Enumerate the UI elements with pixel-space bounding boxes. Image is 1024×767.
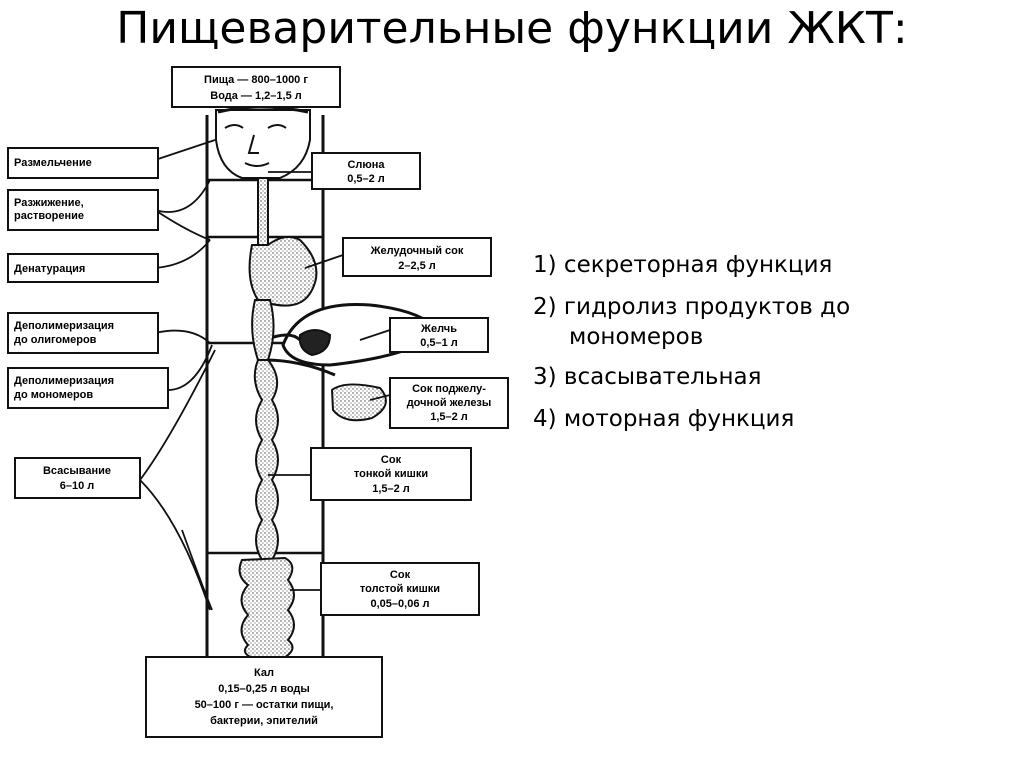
small-intestine bbox=[253, 359, 279, 561]
function-text: секреторная функция bbox=[563, 252, 833, 278]
label-absorption-line1: Всасывание bbox=[43, 465, 111, 477]
label-small-intestine-line2: тонкой кишки bbox=[354, 468, 428, 480]
left-label-boxes bbox=[7, 147, 169, 499]
intake-box: Пища — 800–1000 г Вода — 1,2–1,5 л bbox=[171, 66, 341, 108]
label-large-intestine-line2: толстой кишки bbox=[360, 583, 440, 595]
pancreas bbox=[330, 383, 387, 422]
slide-title: Пищеварительные функции ЖКТ: bbox=[116, 3, 908, 54]
label-small-intestine-volume: 1,5–2 л bbox=[372, 483, 410, 495]
esophagus bbox=[257, 177, 269, 251]
output-bacteria: бактерии, эпителий bbox=[210, 715, 318, 727]
output-title: Кал bbox=[254, 667, 274, 679]
label-pancreatic-line2: дочной железы bbox=[407, 397, 492, 409]
label-absorption-line2: 6–10 л bbox=[60, 480, 95, 492]
function-text: всасывательная bbox=[563, 364, 762, 390]
label-depoly-mono-line1: Деполимеризация bbox=[14, 375, 114, 387]
connector-lines bbox=[139, 139, 391, 660]
label-denaturation: Денатурация bbox=[14, 263, 85, 275]
function-item-secretory: 1) секреторная функция bbox=[533, 250, 850, 280]
label-grinding: Размельчение bbox=[14, 157, 92, 169]
label-saliva-volume: 0,5–2 л bbox=[347, 173, 385, 185]
label-gastric-volume: 2–2,5 л bbox=[398, 260, 436, 272]
digestive-tract bbox=[238, 177, 440, 661]
label-depoly-oligo-line1: Деполимеризация bbox=[14, 320, 114, 332]
label-gastric: Желудочный сок bbox=[370, 245, 464, 257]
intake-water: Вода — 1,2–1,5 л bbox=[210, 90, 301, 102]
functions-list: 1) секреторная функция 2) гидролиз проду… bbox=[533, 250, 850, 446]
output-water: 0,15–0,25 л воды bbox=[218, 683, 310, 695]
function-number: 4) bbox=[533, 406, 557, 432]
label-pancreatic-line1: Сок поджелу- bbox=[412, 383, 486, 395]
label-liquefaction-line1: Разжижение, bbox=[14, 197, 84, 209]
label-pancreatic-volume: 1,5–2 л bbox=[430, 411, 468, 423]
stomach bbox=[248, 235, 318, 307]
function-text: моторная функция bbox=[563, 406, 795, 432]
label-large-intestine-line1: Сок bbox=[390, 569, 411, 581]
output-box: Кал 0,15–0,25 л воды 50–100 г — остатки … bbox=[145, 656, 383, 738]
label-bile-volume: 0,5–1 л bbox=[420, 337, 458, 349]
label-depoly-oligo-line2: до олигомеров bbox=[14, 334, 97, 346]
duodenum bbox=[251, 299, 275, 361]
function-number: 3) bbox=[533, 364, 557, 390]
label-depoly-mono-line2: до мономеров bbox=[14, 389, 93, 401]
function-text-continuation: мономеров bbox=[569, 324, 704, 350]
label-saliva: Слюна bbox=[347, 159, 385, 171]
head-illustration bbox=[215, 105, 311, 179]
label-bile: Желчь bbox=[420, 323, 457, 335]
right-label-boxes bbox=[310, 152, 509, 616]
function-item-hydrolysis: 2) гидролиз продуктов до мономеров bbox=[533, 292, 850, 352]
function-text: гидролиз продуктов до bbox=[563, 294, 851, 320]
output-residue: 50–100 г — остатки пищи, bbox=[195, 699, 334, 711]
intake-food: Пища — 800–1000 г bbox=[204, 74, 308, 86]
function-number: 2) bbox=[533, 294, 557, 320]
large-intestine bbox=[238, 556, 295, 661]
label-large-intestine-volume: 0,05–0,06 л bbox=[371, 598, 430, 610]
label-small-intestine-line1: Сок bbox=[381, 454, 402, 466]
label-liquefaction-line2: растворение bbox=[14, 210, 84, 222]
function-number: 1) bbox=[533, 252, 557, 278]
function-item-absorptive: 3) всасывательная bbox=[533, 362, 850, 392]
gallbladder bbox=[298, 329, 332, 357]
function-item-motor: 4) моторная функция bbox=[533, 404, 850, 434]
